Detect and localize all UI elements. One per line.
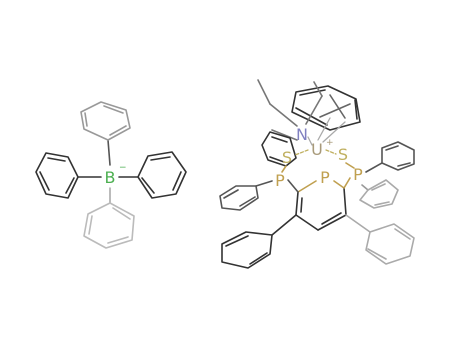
ps-bond-left — [281, 165, 287, 173]
phenyl-ring-p-right-lower — [359, 179, 399, 209]
n-u-bond — [307, 136, 313, 146]
p-left-ring-bond — [287, 179, 299, 193]
p-right-phenyl-bond-2 — [361, 184, 369, 191]
phenyl-ring-left — [35, 152, 79, 199]
phosphorus-atom-left: P — [275, 171, 285, 190]
u-s-left-bond — [294, 149, 309, 156]
u-s-right-bond — [325, 149, 337, 155]
phosphorus-atom-center: P — [320, 168, 330, 187]
u-cp-bond — [317, 117, 331, 141]
phenyl-ring-top — [80, 101, 131, 141]
b-c-bond-top — [107, 139, 111, 166]
phenyl-ring-p-left — [219, 185, 259, 211]
uranium-charge: + — [326, 138, 334, 148]
sulfur-atom-left: S — [282, 148, 292, 167]
ring-phenyl-bond-left — [271, 214, 297, 236]
phenyl-ring-back-left — [261, 131, 297, 167]
uranium-atom-label: U — [311, 140, 323, 159]
phenyl-ring-bottom — [83, 202, 135, 249]
u-cp-bond-2 — [322, 121, 346, 143]
p-left-phenyl-bond — [255, 180, 273, 187]
phenyl-ring-p-right-upper — [381, 141, 415, 171]
sulfur-atom-right: S — [338, 145, 348, 164]
phenyl-ring-bottom-right — [365, 223, 415, 265]
p-right-phenyl-bond-1 — [365, 162, 383, 173]
diethylamino-group — [257, 79, 323, 141]
uranium-complex-cation: U + N S S P P P — [219, 79, 415, 269]
phenyl-ring-bottom-left — [221, 231, 273, 269]
ps-bond-right — [345, 162, 355, 169]
phosphinine-ring — [295, 180, 347, 231]
p-right-ring-bond — [343, 177, 351, 189]
phosphorus-atom-right: P — [353, 165, 363, 184]
cyclopentadienyl-ring — [291, 85, 361, 131]
boron-atom-label: B — [105, 168, 116, 187]
tetraphenylborate-anion: B − — [35, 101, 187, 249]
nitrogen-atom-label: N — [296, 125, 308, 144]
phenyl-ring-right — [137, 151, 187, 199]
boron-charge: − — [119, 163, 127, 173]
ring-phenyl-bond-right — [345, 214, 371, 233]
